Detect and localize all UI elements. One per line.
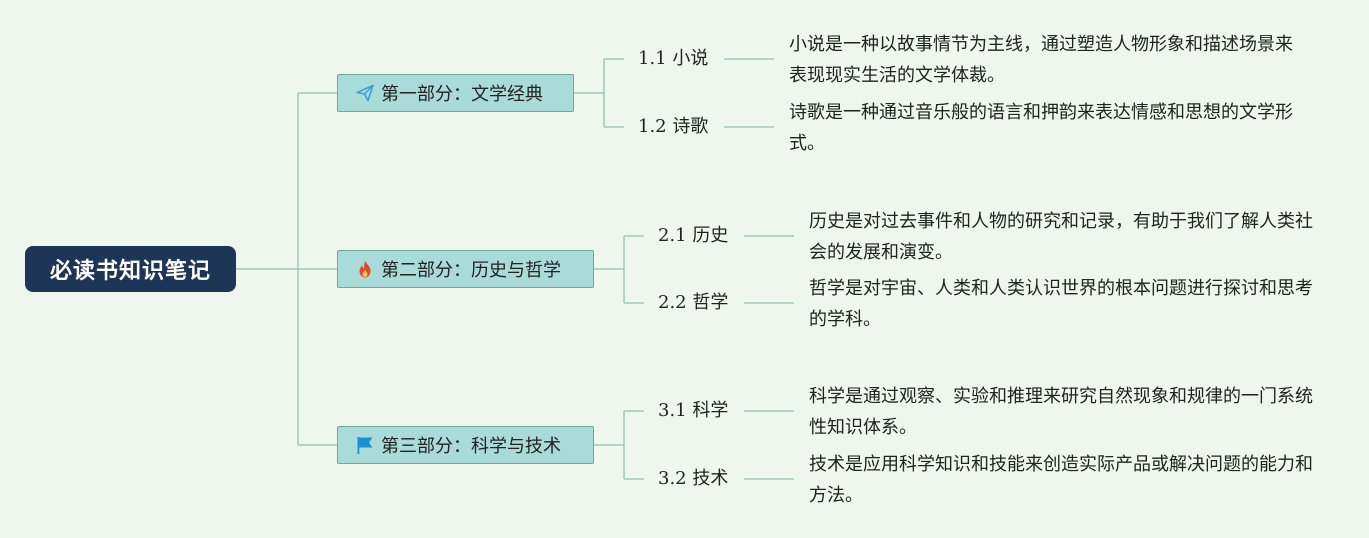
topic-philosophy[interactable]: 2.2 哲学	[658, 292, 728, 314]
topic-label: 3.2 技术	[658, 468, 729, 489]
root-title: 必读书知识笔记	[49, 259, 211, 284]
section-node-literature[interactable]: 第一部分：文学经典	[337, 74, 574, 112]
section-node-science-technology[interactable]: 第三部分：科学与技术	[337, 426, 594, 464]
description-novel: 小说是一种以故事情节为主线，通过塑造人物形象和描述场景来表现现实生活的文学体裁。	[789, 34, 1293, 86]
section-title: 第二部分：历史与哲学	[381, 260, 561, 281]
flag-icon	[355, 435, 375, 455]
root-node[interactable]: 必读书知识笔记	[25, 246, 236, 292]
paper-plane-icon	[355, 83, 375, 103]
topic-label: 3.1 科学	[658, 400, 729, 421]
topic-label: 2.1 历史	[658, 225, 729, 246]
description-philosophy: 哲学是对宇宙、人类和人类认识世界的根本问题进行探讨和思考的学科。	[809, 278, 1313, 330]
section-title: 第一部分：文学经典	[381, 84, 543, 105]
topic-label: 1.2 诗歌	[638, 116, 709, 137]
flame-icon	[355, 259, 375, 279]
topic-novel[interactable]: 1.1 小说	[638, 48, 708, 70]
description-history: 历史是对过去事件和人物的研究和记录，有助于我们了解人类社会的发展和演变。	[809, 211, 1313, 263]
topic-poetry[interactable]: 1.2 诗歌	[638, 116, 708, 138]
topic-label: 1.1 小说	[638, 48, 709, 69]
topic-science[interactable]: 3.1 科学	[658, 400, 728, 422]
description-technology: 技术是应用科学知识和技能来创造实际产品或解决问题的能力和方法。	[809, 454, 1313, 506]
description-science: 科学是通过观察、实验和推理来研究自然现象和规律的一门系统性知识体系。	[809, 386, 1313, 438]
section-node-history-philosophy[interactable]: 第二部分：历史与哲学	[337, 250, 594, 288]
topic-history[interactable]: 2.1 历史	[658, 225, 728, 247]
description-poetry: 诗歌是一种通过音乐般的语言和押韵来表达情感和思想的文学形式。	[789, 102, 1293, 154]
topic-technology[interactable]: 3.2 技术	[658, 468, 728, 490]
topic-label: 2.2 哲学	[658, 292, 729, 313]
section-title: 第三部分：科学与技术	[381, 436, 561, 457]
